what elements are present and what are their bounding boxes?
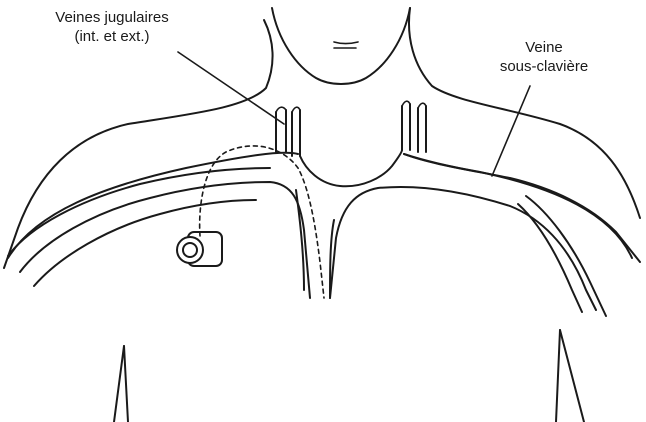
jugular-veins-label-line1: Veines jugulaires xyxy=(26,8,198,27)
subclavian-left-upper xyxy=(8,168,270,256)
jugular-left-cap xyxy=(276,107,300,112)
subclavian-left-lower xyxy=(20,182,310,298)
chin-outline xyxy=(272,8,410,84)
collar-right xyxy=(404,154,632,258)
torso-left-line xyxy=(114,346,124,422)
port-device-outer-ring xyxy=(177,237,203,263)
subclavian-vein-label-line1: Veine xyxy=(484,38,604,57)
subclavian-vein-label-line2: sous-clavière xyxy=(484,57,604,76)
subclavian-right-lower xyxy=(330,187,596,310)
subclavian-vein-label: Veine sous-clavière xyxy=(484,38,604,76)
torso-right-line xyxy=(560,330,584,422)
jugular-veins-label-line2: (int. et ext.) xyxy=(26,27,198,46)
subclavian-leader-line xyxy=(492,86,530,176)
vena-cava-left xyxy=(296,190,304,290)
jugular-veins-label: Veines jugulaires (int. et ext.) xyxy=(26,8,198,46)
vena-junction xyxy=(300,150,402,186)
torso-right-line2 xyxy=(556,330,560,422)
torso-left-line2 xyxy=(124,346,128,422)
neck-left-outline xyxy=(4,20,273,268)
mouth-line xyxy=(334,42,358,44)
jugular-right-cap xyxy=(402,101,426,108)
